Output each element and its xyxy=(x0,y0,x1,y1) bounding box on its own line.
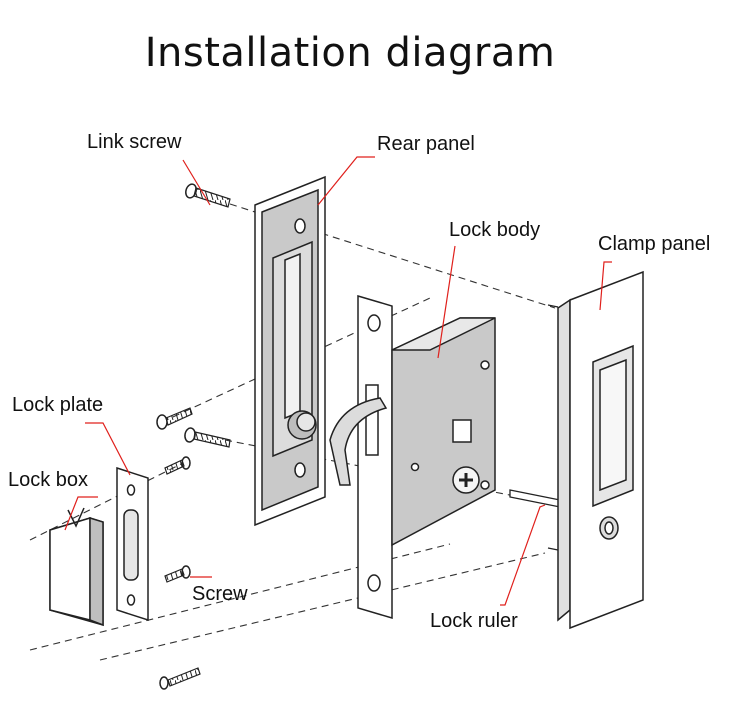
diagram-title: Installation diagram xyxy=(144,30,556,76)
label-lock-ruler: Lock ruler xyxy=(430,610,518,632)
plate-screw-upper xyxy=(156,407,193,430)
link-screw-lower xyxy=(184,427,231,448)
rear-panel-part xyxy=(254,175,326,527)
lock-body-part xyxy=(391,317,496,547)
label-clamp-panel: Clamp panel xyxy=(598,233,711,255)
lock-plate-part xyxy=(116,466,149,622)
lock-plate-screw-upper xyxy=(164,456,191,475)
bottom-screw-part xyxy=(159,667,201,690)
lock-ruler-part xyxy=(509,304,561,551)
lock-faceplate-part xyxy=(329,294,393,620)
label-lock-plate: Lock plate xyxy=(12,394,104,416)
label-lock-box: Lock box xyxy=(8,469,89,491)
lock-plate-screw-lower xyxy=(164,565,191,583)
label-rear-panel: Rear panel xyxy=(377,133,475,155)
label-screw: Screw xyxy=(192,583,248,605)
clamp-panel-part xyxy=(557,270,644,630)
leader-lines xyxy=(64,156,612,606)
link-screw-part xyxy=(185,183,231,208)
label-lock-body: Lock body xyxy=(449,219,541,241)
label-link-screw: Link screw xyxy=(87,131,182,153)
lock-box-part xyxy=(49,507,104,627)
